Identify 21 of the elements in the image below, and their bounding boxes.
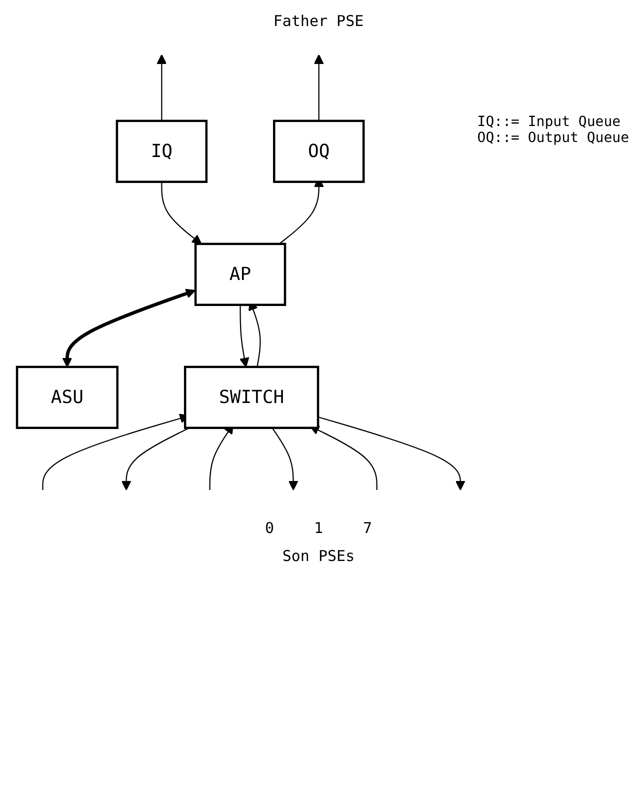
note-text: IQ::= Input Queue xyxy=(477,114,622,130)
arrow xyxy=(272,428,298,490)
group-label: Father PSE xyxy=(273,12,364,30)
arrow xyxy=(62,288,196,368)
port-number: 1 xyxy=(314,518,324,537)
arrow xyxy=(161,182,202,244)
block-box: AP xyxy=(194,242,286,306)
arrow xyxy=(121,427,190,490)
arrow xyxy=(314,54,324,121)
note-text: OQ::= Output Queue xyxy=(477,130,629,146)
port-number: 7 xyxy=(363,518,372,537)
arrow xyxy=(318,416,466,490)
arrow xyxy=(156,54,167,121)
block-box: OQ xyxy=(273,120,365,183)
block-box: SWITCH xyxy=(184,366,320,429)
group-label: Son PSEs xyxy=(282,546,355,565)
arrow xyxy=(310,426,378,490)
port-number: 0 xyxy=(264,518,274,537)
block-box: IQ xyxy=(116,120,208,183)
block-box: ASU xyxy=(16,366,118,429)
arrow xyxy=(239,304,250,368)
